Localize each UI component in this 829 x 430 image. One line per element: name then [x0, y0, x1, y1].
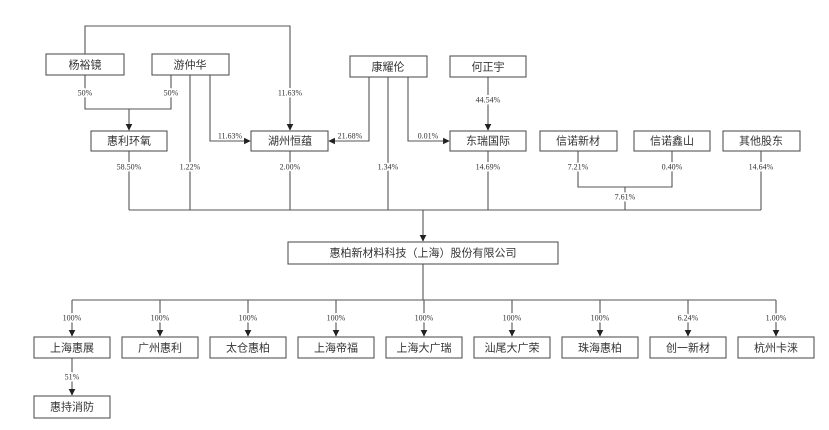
pct-huzhou-to-company: 2.00%	[280, 163, 301, 172]
node-label: 何正宇	[472, 61, 505, 74]
pct-subsidiary: 100%	[239, 314, 258, 323]
node-label: 惠利环氧	[107, 134, 151, 148]
connector-yang-to-huzhou	[84, 25, 294, 131]
pct-you-to-huzhou: 11.63%	[218, 132, 243, 141]
node-huichi-fire: 惠持消防	[33, 395, 111, 419]
connector-kang-to-huzhou	[328, 77, 370, 145]
subsidiary-name: 太仓惠柏	[226, 341, 270, 355]
connector-xinnuo-merge	[577, 151, 673, 188]
company-name: 惠柏新材料科技（上海）股份有限公司	[330, 246, 517, 260]
node-label: 东瑞国际	[466, 134, 510, 148]
pct-subsidiary: 1.00%	[766, 314, 787, 323]
subsidiary-name: 广州惠利	[138, 341, 182, 355]
pct-kang-to-company: 1.34%	[378, 163, 399, 172]
pct-you-to-company: 1.22%	[180, 163, 201, 172]
node-label: 信诺新材	[556, 134, 600, 148]
pct-kang-to-dongrui: 0.01%	[418, 132, 439, 141]
subsidiary-name: 上海惠展	[50, 341, 94, 355]
node-subsidiary: 汕尾大广荣	[473, 336, 551, 359]
pct-xinnuo-combined: 7.61%	[615, 193, 636, 202]
subsidiary-name: 上海大广瑞	[397, 341, 452, 355]
node-label: 康耀伦	[372, 60, 405, 74]
pct-yang-to-huili: 50%	[78, 89, 93, 98]
connector-you-to-huzhou	[209, 75, 251, 145]
pct-others-to-company: 14.64%	[749, 163, 774, 172]
node-main-company: 惠柏新材料科技（上海）股份有限公司	[287, 241, 559, 265]
node-label: 信诺鑫山	[650, 134, 694, 148]
node-subsidiary: 上海大广瑞	[385, 336, 463, 359]
node-xinnuo-xinshan: 信诺鑫山	[633, 130, 711, 152]
pct-subsidiary: 100%	[503, 314, 522, 323]
second-level-name: 惠持消防	[50, 400, 94, 414]
node-other-shareholders: 其他股东	[722, 130, 801, 152]
connector-yang-you-to-huili	[84, 75, 172, 110]
pct-kang-to-huzhou: 21.68%	[338, 132, 363, 141]
node-subsidiary: 太仓惠柏	[209, 336, 287, 359]
node-huili-epoxy: 惠利环氧	[90, 130, 168, 152]
pct-huili-to-company: 58.50%	[117, 163, 142, 172]
node-label: 杨裕镜	[69, 58, 102, 72]
subsidiary-name: 珠海惠柏	[578, 341, 622, 355]
node-label: 游仲华	[174, 58, 207, 72]
subsidiary-name: 汕尾大广荣	[485, 341, 540, 355]
node-label: 其他股东	[739, 135, 783, 148]
pct-huizhan-to-huichi: 51%	[65, 373, 80, 382]
node-you-zhonghua: 游仲华	[151, 53, 230, 76]
node-yang-yujing: 杨裕镜	[45, 53, 125, 76]
node-label: 湖州恒蕴	[268, 135, 312, 148]
pct-subsidiary: 100%	[63, 314, 82, 323]
subsidiary-name: 杭州卡涞	[754, 341, 798, 355]
pct-xinshan: 0.40%	[662, 163, 683, 172]
node-subsidiary: 创一新材	[649, 336, 727, 359]
node-xinnuo-xincai: 信诺新材	[539, 130, 618, 152]
subsidiary-name: 上海帝福	[314, 341, 358, 355]
pct-dongrui-to-company: 14.69%	[476, 163, 501, 172]
pct-xincai: 7.21%	[568, 163, 589, 172]
node-subsidiary: 杭州卡涞	[737, 336, 815, 359]
node-he-zhengyu: 何正宇	[449, 55, 527, 78]
pct-subsidiary: 6.24%	[678, 314, 699, 323]
pct-yang-to-huzhou: 11.63%	[278, 89, 303, 98]
pct-you-to-huili: 50%	[164, 89, 179, 98]
node-subsidiary: 上海惠展	[33, 336, 111, 359]
node-subsidiary: 珠海惠柏	[561, 336, 639, 359]
subsidiary-name: 创一新材	[666, 341, 710, 355]
node-huzhou-hengyun: 湖州恒蕴	[250, 130, 329, 152]
node-subsidiary: 广州惠利	[121, 336, 199, 359]
pct-subsidiary: 100%	[415, 314, 434, 323]
node-subsidiary: 上海帝福	[297, 336, 375, 359]
pct-subsidiary: 100%	[151, 314, 170, 323]
pct-subsidiary: 100%	[591, 314, 610, 323]
node-dongrui-intl: 东瑞国际	[449, 130, 527, 152]
connector-kang-to-dongrui	[407, 77, 450, 145]
pct-subsidiary: 100%	[327, 314, 346, 323]
node-kang-yaolun: 康耀伦	[349, 55, 428, 78]
pct-he-to-dongrui: 44.54%	[476, 96, 501, 105]
